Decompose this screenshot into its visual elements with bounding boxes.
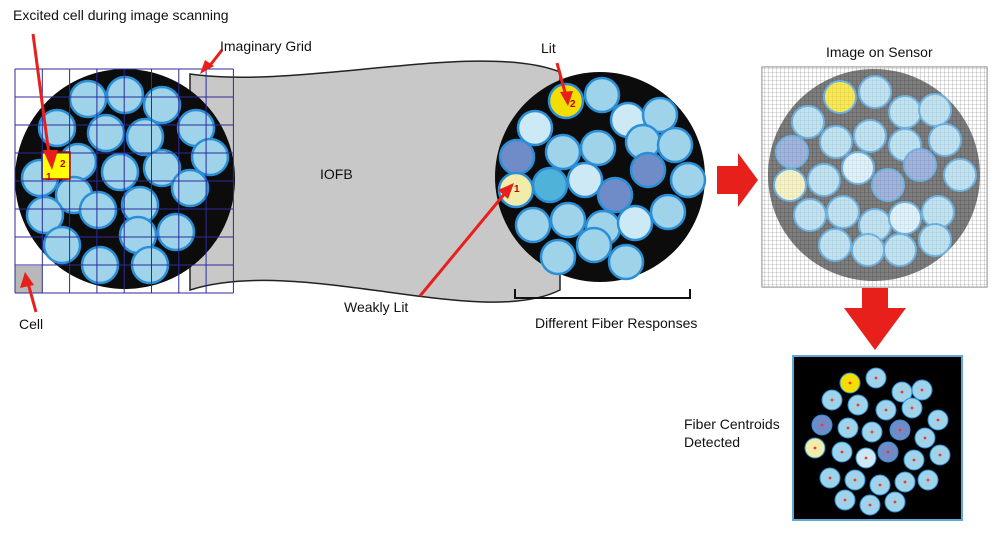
excited-cell-arrow xyxy=(31,33,52,163)
label-weakly-lit: Weakly Lit xyxy=(344,299,409,315)
fiber-f xyxy=(544,133,582,171)
fiber-dark xyxy=(596,176,634,214)
marker-excited-1: 1 xyxy=(46,172,52,183)
fiber-dark xyxy=(629,151,667,189)
centroid-dot xyxy=(878,483,882,487)
lit-arrow xyxy=(555,62,568,97)
centroid-dot xyxy=(830,398,834,402)
centroid-dot xyxy=(903,480,907,484)
lit-arrowhead xyxy=(560,91,573,106)
fiber xyxy=(170,168,210,208)
label-fiber-centroids-line2: Detected xyxy=(684,434,741,450)
label-cell: Cell xyxy=(19,316,44,332)
centroid-dot xyxy=(912,458,916,462)
centroid-dot xyxy=(813,446,817,450)
fiber xyxy=(142,148,182,188)
label-image-on-sensor: Image on Sensor xyxy=(826,44,933,60)
centroid-dot xyxy=(870,430,874,434)
to-sensor-arrow xyxy=(717,153,758,207)
centroid-dot xyxy=(864,456,868,460)
centroid-dot xyxy=(843,498,847,502)
centroid-dot xyxy=(828,476,832,480)
cell-arrowhead xyxy=(20,272,34,288)
fiber xyxy=(105,75,145,115)
label-iofb: IOFB xyxy=(320,166,353,182)
fiber xyxy=(156,212,196,252)
sensor-grid-overlay xyxy=(762,67,987,287)
label-fiber-centroids-line1: Fiber Centroids xyxy=(684,416,780,432)
centroid-dot xyxy=(856,403,860,407)
fiber xyxy=(25,195,65,235)
cell-arrow xyxy=(26,282,38,313)
centroid-dot xyxy=(886,450,890,454)
fiber xyxy=(125,117,165,157)
centroid-dot xyxy=(884,408,888,412)
fiber-f xyxy=(539,238,577,276)
fiber-f xyxy=(641,96,679,134)
responses-bracket xyxy=(514,289,691,299)
fiber xyxy=(142,85,182,125)
centroid-dot xyxy=(846,426,850,430)
label-imaginary-grid: Imaginary Grid xyxy=(220,38,312,54)
weakly-lit-arrowhead xyxy=(498,183,514,199)
fiber-f xyxy=(514,206,552,244)
centroid-dot xyxy=(893,500,897,504)
centroid-dot xyxy=(938,453,942,457)
fiber-mid xyxy=(531,166,569,204)
centroid-dot xyxy=(900,390,904,394)
fiber-f xyxy=(549,201,587,239)
to-centroids-arrow xyxy=(844,288,906,350)
marker-excited-2: 2 xyxy=(60,159,66,170)
fiber xyxy=(190,137,230,177)
fiber xyxy=(78,190,118,230)
fiber-f xyxy=(583,76,621,114)
fiber-dark xyxy=(498,138,536,176)
fiber-light xyxy=(516,109,554,147)
centroid-dot xyxy=(848,381,852,385)
centroid-fibers xyxy=(804,367,951,516)
centroid-dot xyxy=(840,450,844,454)
fiber xyxy=(100,152,140,192)
marker-weak-1: 1 xyxy=(514,184,520,195)
excited-cell-arrowhead xyxy=(43,150,58,170)
centroid-dot xyxy=(923,436,927,440)
fiber xyxy=(86,113,126,153)
fiber-f xyxy=(649,193,687,231)
fiber-f xyxy=(575,226,613,264)
fiber-f xyxy=(607,243,645,281)
centroid-dot xyxy=(936,418,940,422)
label-different-fiber-responses: Different Fiber Responses xyxy=(535,315,698,331)
centroid-dot xyxy=(910,406,914,410)
imaginary-grid xyxy=(14,68,234,294)
fiber-f xyxy=(656,126,694,164)
label-lit: Lit xyxy=(541,40,556,56)
centroid-dot xyxy=(926,478,930,482)
fiber-f xyxy=(669,161,707,199)
fiber xyxy=(68,79,108,119)
centroid-dot xyxy=(853,478,857,482)
centroid-dot xyxy=(898,428,902,432)
centroid-dot xyxy=(874,376,878,380)
weakly-lit-arrow xyxy=(418,191,508,297)
fiber xyxy=(42,225,82,265)
grid-arrowhead xyxy=(200,60,214,74)
centroid-dot xyxy=(820,423,824,427)
fiber-light xyxy=(566,161,604,199)
output-bundle-fibers xyxy=(497,76,707,281)
annotation-arrows xyxy=(20,33,573,313)
fiber-light xyxy=(616,204,654,242)
centroid-dot xyxy=(868,503,872,507)
centroid-dot xyxy=(920,388,924,392)
iofb-body xyxy=(189,60,561,303)
marker-lit-2: 2 xyxy=(570,99,576,110)
label-excited-cell: Excited cell during image scanning xyxy=(13,7,229,23)
fiber-f xyxy=(579,129,617,167)
